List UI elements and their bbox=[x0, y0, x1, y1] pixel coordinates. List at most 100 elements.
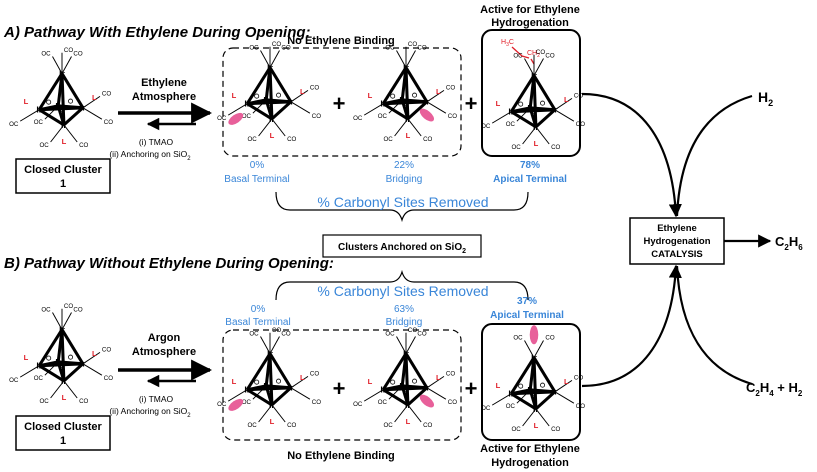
ir-ir-bond bbox=[532, 74, 557, 111]
ir-atom: Ir bbox=[508, 107, 514, 117]
ir-atom: Ir bbox=[269, 114, 275, 124]
ir-ir-bond bbox=[247, 386, 291, 392]
catalysis-box bbox=[629, 217, 725, 265]
h2-to-catalysis bbox=[675, 94, 753, 217]
ir-ir-bond bbox=[268, 352, 293, 389]
ir-atom: Ir bbox=[424, 97, 430, 107]
ir-ir-bond bbox=[511, 390, 555, 396]
closed-cluster-b-label-line2: 1 bbox=[60, 435, 66, 447]
co-bond bbox=[258, 118, 273, 137]
carbonyl-label-a: % Carbonyl Sites Removed bbox=[317, 194, 488, 210]
co-ligand-label: CO bbox=[574, 92, 583, 99]
co-ligand-label: OC bbox=[353, 115, 363, 122]
co-ligand-label: CO bbox=[310, 370, 319, 377]
site-b-apical-percent: 37% bbox=[517, 296, 537, 307]
co-bond bbox=[19, 365, 40, 378]
co-ligand-label: CO bbox=[104, 375, 113, 382]
ir-atom: Ir bbox=[527, 385, 533, 395]
vacancy-ellipse bbox=[228, 112, 244, 125]
co-ligand-label: OC bbox=[9, 121, 19, 128]
ir-atom: Ir bbox=[61, 376, 67, 386]
ir-ir-bond bbox=[511, 108, 555, 114]
ir-atom: Ir bbox=[288, 97, 294, 107]
co-ligand-label: CO bbox=[408, 41, 417, 48]
bridging-co bbox=[68, 98, 74, 104]
ir-atom: Ir bbox=[405, 114, 411, 124]
ir-ir-bond bbox=[56, 329, 64, 363]
ir-ir-bond bbox=[38, 108, 65, 127]
closed-cluster-b-label-line1: Closed Cluster bbox=[24, 421, 102, 433]
bridging-co bbox=[390, 379, 396, 385]
co-bond bbox=[271, 404, 286, 423]
group-b-label: No Ethylene Binding bbox=[287, 450, 395, 462]
plus-b1: + bbox=[333, 376, 346, 401]
bridging-co bbox=[46, 355, 52, 361]
ir-atom: Ir bbox=[508, 389, 514, 399]
co-bond bbox=[524, 58, 535, 76]
ir-atom: Ir bbox=[80, 359, 86, 369]
co-bond bbox=[522, 126, 537, 145]
co-bond bbox=[44, 105, 59, 120]
co-ligand-label: CO bbox=[64, 303, 73, 310]
ir-ir-bond bbox=[400, 353, 408, 387]
co-ligand-label: CO bbox=[423, 422, 432, 429]
co-bond bbox=[290, 101, 311, 114]
bridging-co bbox=[254, 379, 260, 385]
bridging-co bbox=[58, 107, 64, 113]
ir-atom: Ir bbox=[36, 361, 42, 371]
co-bond bbox=[252, 385, 267, 400]
plus-b2: + bbox=[465, 376, 478, 401]
ir-ir-bond bbox=[404, 66, 429, 103]
active-a-line2: Hydrogenation bbox=[491, 17, 569, 29]
ir-ir-bond bbox=[264, 353, 272, 387]
co-bond bbox=[405, 50, 416, 68]
l-ligand: L bbox=[534, 139, 539, 148]
co-ligand-label: CO bbox=[281, 331, 290, 338]
co-bond bbox=[271, 118, 286, 137]
co-ligand-label: OC bbox=[481, 405, 491, 412]
co-ligand-label: CO bbox=[102, 90, 111, 97]
active-b-line1: Active for Ethylene bbox=[480, 443, 580, 455]
co-bond bbox=[363, 389, 384, 402]
l-ligand: L bbox=[300, 87, 305, 96]
ir-ir-bond bbox=[62, 362, 84, 383]
vacancy-ellipse bbox=[228, 398, 244, 411]
ir-ir-bond bbox=[532, 356, 557, 393]
co-ligand-label: CO bbox=[551, 144, 560, 151]
site-b-apical-name: Apical Terminal bbox=[490, 310, 564, 321]
group-a-label: No Ethylene Binding bbox=[287, 35, 395, 47]
path-a-to-catalysis bbox=[581, 92, 682, 218]
co-ligand-label: CO bbox=[310, 84, 319, 91]
co-bond bbox=[227, 103, 248, 116]
co-ligand-label: CO bbox=[79, 142, 88, 149]
closed-cluster-b-box bbox=[15, 415, 111, 451]
no-binding-group-a bbox=[222, 47, 462, 157]
co-bond bbox=[554, 380, 573, 393]
site-a-basal-percent: 0% bbox=[250, 160, 265, 171]
co-ligand-label: CO bbox=[576, 121, 585, 128]
ir-atom: Ir bbox=[403, 348, 409, 358]
ir-ir-bond bbox=[38, 364, 65, 383]
co-ligand-label: OC bbox=[242, 399, 252, 406]
active-box-a bbox=[481, 29, 581, 157]
ir-ir-bond bbox=[60, 72, 85, 109]
co-bond bbox=[44, 361, 59, 376]
co-bond bbox=[554, 109, 575, 122]
co-bond bbox=[61, 56, 72, 74]
co-bond bbox=[50, 124, 65, 143]
co-ligand-label: CO bbox=[574, 374, 583, 381]
site-a-basal-name: Basal Terminal bbox=[224, 174, 289, 185]
ir-atom: Ir bbox=[403, 62, 409, 72]
l-ligand: L bbox=[92, 93, 97, 102]
closed-cluster-a-label-line2: 1 bbox=[60, 178, 66, 190]
bridging-co bbox=[412, 378, 418, 384]
l-ligand: L bbox=[368, 377, 373, 386]
co-ligand-label: OC bbox=[9, 377, 19, 384]
l-ligand: L bbox=[270, 417, 275, 426]
co-ligand-label: OC bbox=[247, 422, 257, 429]
l-ligand: L bbox=[368, 91, 373, 100]
co-bond bbox=[227, 389, 248, 402]
